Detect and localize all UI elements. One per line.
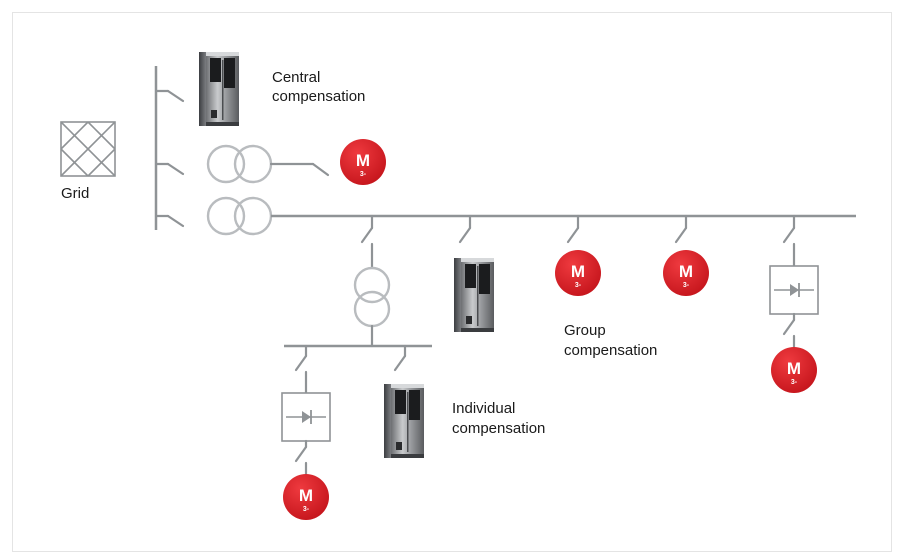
- switch-icon: [360, 226, 374, 244]
- capacitor-cabinet-icon: [454, 258, 494, 332]
- drop-drive-motor: [769, 214, 819, 350]
- central-label-line1: Central: [272, 69, 320, 86]
- motor-icon: M 3-: [555, 250, 601, 296]
- individual-label-line1: Individual: [452, 400, 515, 417]
- switch-icon: [311, 162, 330, 177]
- switch-icon: [166, 89, 185, 103]
- svg-text:3-: 3-: [303, 506, 310, 513]
- switch-icon: [782, 318, 796, 336]
- motor-icon: M 3-: [663, 250, 709, 296]
- svg-text:M: M: [787, 359, 801, 378]
- svg-text:M: M: [679, 262, 693, 281]
- grid-label: Grid: [61, 185, 89, 202]
- drive-icon: [769, 265, 819, 315]
- transformer-icon: [206, 144, 273, 184]
- capacitor-cabinet-icon: [384, 384, 424, 458]
- middle-feeder: [154, 144, 330, 184]
- switch-icon: [782, 226, 796, 244]
- diagram-frame: [12, 12, 892, 552]
- transformer-icon: [206, 196, 273, 236]
- drop-sub-transformer: [353, 214, 391, 348]
- svg-text:3-: 3-: [683, 282, 690, 289]
- switch-icon: [294, 445, 308, 463]
- motor-icon: M 3-: [283, 474, 329, 520]
- grid-icon: [60, 121, 116, 177]
- switch-icon: [166, 162, 185, 176]
- individual-label-line2: compensation: [452, 420, 545, 437]
- switch-icon: [166, 214, 185, 228]
- drive-icon: [281, 392, 331, 442]
- svg-text:M: M: [356, 151, 370, 170]
- transformer-icon: [353, 266, 391, 304]
- switch-icon: [566, 226, 580, 244]
- switch-icon: [393, 354, 407, 372]
- central-branch: [154, 52, 239, 126]
- svg-text:3-: 3-: [575, 282, 582, 289]
- motor-icon: M 3-: [340, 139, 386, 185]
- svg-text:3-: 3-: [360, 171, 367, 178]
- switch-icon: [458, 226, 472, 244]
- drop-motor-1: [566, 214, 580, 244]
- central-label-line2: compensation: [272, 88, 365, 105]
- switch-icon: [674, 226, 688, 244]
- motor-icon: M 3-: [771, 347, 817, 393]
- capacitor-cabinet-icon: [199, 52, 239, 126]
- group-label-line2: compensation: [564, 342, 657, 359]
- svg-text:M: M: [299, 486, 313, 505]
- sub-bus: [281, 344, 432, 476]
- switch-icon: [294, 354, 308, 372]
- drop-motor-2: [674, 214, 688, 244]
- svg-text:3-: 3-: [791, 379, 798, 386]
- lower-feeder: [154, 196, 856, 236]
- group-label-line1: Group: [564, 322, 606, 339]
- drop-group-cabinet: [454, 214, 494, 332]
- svg-text:M: M: [571, 262, 585, 281]
